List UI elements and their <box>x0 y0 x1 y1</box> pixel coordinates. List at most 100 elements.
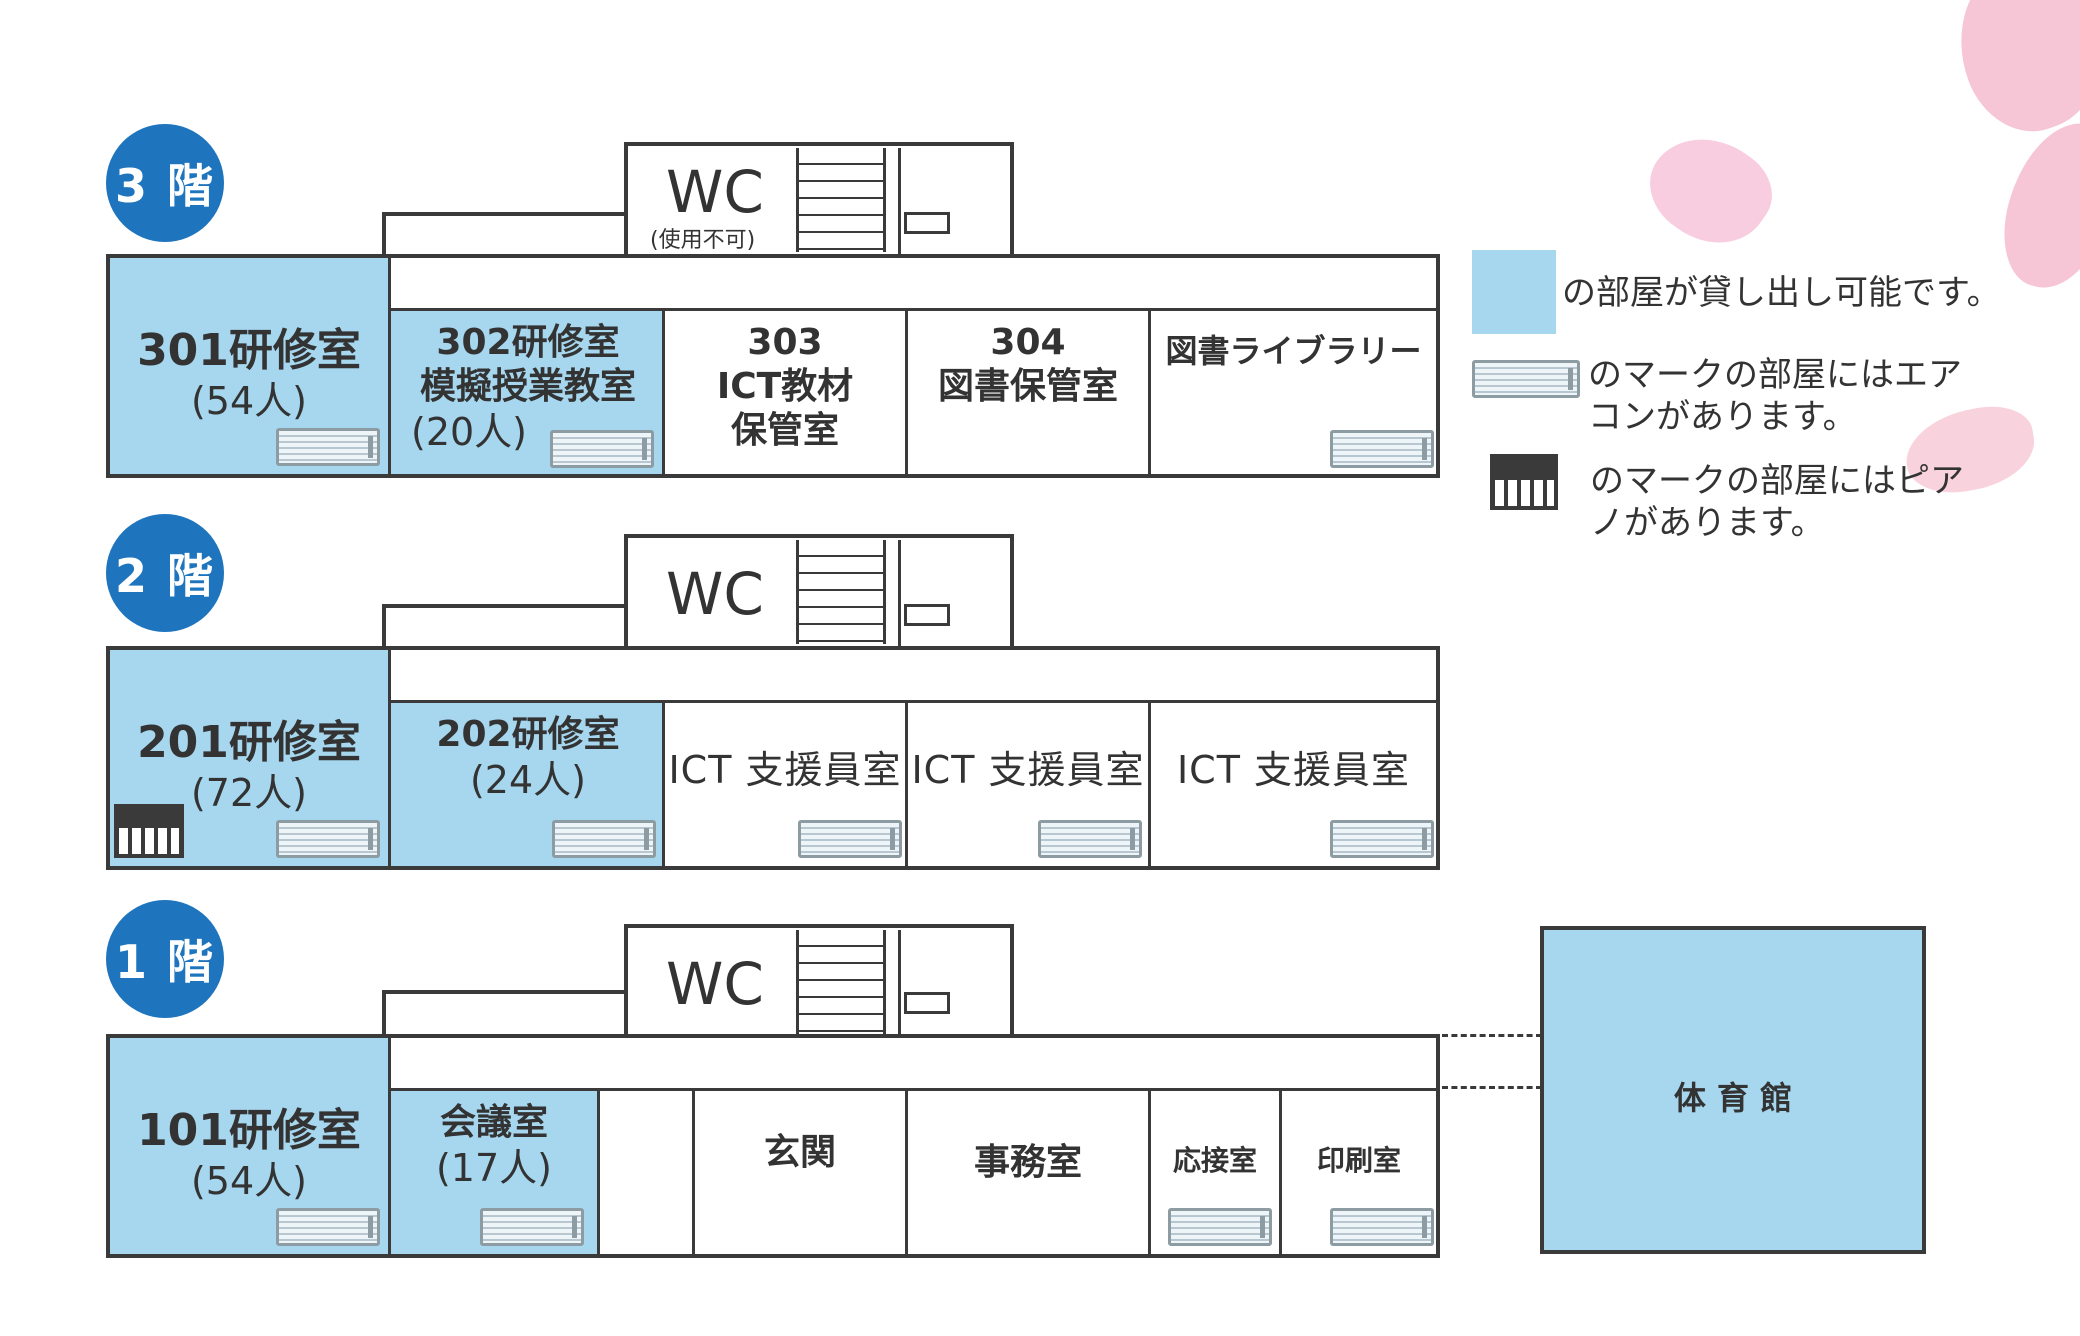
elevator-box <box>904 212 950 234</box>
meeting-room-name: 会議室 <box>439 1102 548 1143</box>
room-303-number: 303 <box>747 322 823 363</box>
elevator-box <box>904 992 950 1014</box>
wall <box>388 1038 391 1254</box>
wall <box>662 700 665 866</box>
reception-room[interactable]: 応接室 <box>1151 1091 1279 1254</box>
library-name: 図書ライブラリー <box>1165 332 1422 370</box>
ict-support-room-3-name: ICT 支援員室 <box>1176 748 1411 792</box>
wall <box>1148 308 1151 474</box>
piano-icon <box>1490 454 1558 510</box>
stairs-icon <box>796 148 886 252</box>
air-conditioner-icon <box>480 1208 584 1246</box>
room-302-name: 302研修室 <box>436 322 620 363</box>
gymnasium-name: 体 育 館 <box>1673 1079 1793 1117</box>
room-304[interactable]: 304 図書保管室 <box>908 311 1148 474</box>
wall <box>898 540 901 650</box>
wall <box>1279 1088 1282 1254</box>
stairs-icon <box>796 930 886 1034</box>
corridor-link <box>1442 1086 1542 1089</box>
room-303-name2: 保管室 <box>730 410 839 451</box>
wall <box>692 1088 695 1254</box>
wc-note: (使用不可) <box>650 228 756 253</box>
air-conditioner-icon <box>550 430 654 468</box>
legend-aircon-text: のマークの部屋にはエアコンがあります。 <box>1588 355 1962 437</box>
air-conditioner-icon <box>1330 820 1434 858</box>
room-201-capacity: (72人) <box>190 771 307 815</box>
entrance-name: 玄関 <box>763 1132 836 1173</box>
wc-label: WC <box>666 560 764 628</box>
ict-support-room-1[interactable]: ICT 支援員室 <box>665 703 905 866</box>
floor-2-main: 201研修室 (72人) 202研修室 (24人) ICT 支援員室 ICT 支… <box>106 646 1440 870</box>
room-303-name: ICT教材 <box>716 366 854 407</box>
floor-1-badge: 1 階 <box>106 900 224 1018</box>
room-302-capacity: (20人) <box>411 410 528 454</box>
corridor-line <box>388 1088 1436 1091</box>
library[interactable]: 図書ライブラリー <box>1151 311 1436 474</box>
air-conditioner-icon <box>276 428 380 466</box>
air-conditioner-icon <box>1038 820 1142 858</box>
room-303[interactable]: 303 ICT教材 保管室 <box>665 311 905 474</box>
air-conditioner-icon <box>798 820 902 858</box>
air-conditioner-icon <box>1168 1208 1272 1246</box>
wc-label: WC <box>666 158 764 226</box>
wc-label: WC <box>666 950 764 1018</box>
petal-decoration <box>1632 114 1788 266</box>
room-301-capacity: (54人) <box>190 379 307 423</box>
room-304-name: 図書保管室 <box>937 366 1118 407</box>
ict-support-room-1-name: ICT 支援員室 <box>668 748 902 792</box>
room-301-name: 301研修室 <box>137 325 361 376</box>
print-room[interactable]: 印刷室 <box>1282 1091 1436 1254</box>
floor-3-badge: 3 階 <box>106 124 224 242</box>
print-room-name: 印刷室 <box>1316 1144 1401 1177</box>
wall <box>905 308 908 474</box>
room-101-name: 101研修室 <box>137 1105 361 1156</box>
wall <box>905 1088 908 1254</box>
wall <box>662 308 665 474</box>
floor-3-main: 301研修室 (54人) 302研修室 模擬授業教室 (20人) 303 ICT… <box>106 254 1440 478</box>
air-conditioner-icon <box>1330 430 1434 468</box>
legend-rentable-swatch <box>1472 250 1556 334</box>
legend-piano-text: のマークの部屋にはピアノがあります。 <box>1590 461 1964 543</box>
wall <box>905 700 908 866</box>
meeting-room-capacity: (17人) <box>435 1146 552 1190</box>
ict-support-room-2-name: ICT 支援員室 <box>911 748 1145 792</box>
room-302[interactable]: 302研修室 模擬授業教室 (20人) <box>391 311 665 474</box>
wall <box>1148 1088 1151 1254</box>
wall <box>898 930 901 1040</box>
corridor-link <box>1442 1034 1542 1037</box>
ict-support-room-2[interactable]: ICT 支援員室 <box>908 703 1148 866</box>
piano-icon <box>114 804 184 858</box>
petal-decoration <box>1935 0 2080 149</box>
office-name: 事務室 <box>973 1142 1082 1183</box>
wall <box>388 650 391 866</box>
floor-1-main: 101研修室 (54人) 会議室 (17人) 玄関 事務室 応接室 印刷室 <box>106 1034 1440 1258</box>
room-101-capacity: (54人) <box>190 1159 307 1203</box>
ict-support-room-3[interactable]: ICT 支援員室 <box>1151 703 1436 866</box>
entrance[interactable]: 玄関 <box>695 1091 905 1254</box>
air-conditioner-icon <box>552 820 656 858</box>
air-conditioner-icon <box>276 820 380 858</box>
room-304-number: 304 <box>990 322 1066 363</box>
reception-room-name: 応接室 <box>1172 1144 1257 1177</box>
gymnasium[interactable]: 体 育 館 <box>1540 926 1926 1254</box>
air-conditioner-icon <box>1472 360 1580 398</box>
elevator-box <box>904 604 950 626</box>
room-202-capacity: (24人) <box>469 758 586 802</box>
office[interactable]: 事務室 <box>908 1091 1148 1254</box>
stairs-icon <box>796 540 886 644</box>
room-202-name: 202研修室 <box>436 714 620 755</box>
legend-rentable-text: の部屋が貸し出し可能です。 <box>1562 273 2001 313</box>
corridor-line <box>388 700 1436 703</box>
wall <box>388 258 391 474</box>
room-301[interactable]: 301研修室 (54人) <box>110 258 388 474</box>
room-201-name: 201研修室 <box>137 717 361 768</box>
wall <box>1148 700 1151 866</box>
wall <box>898 148 901 258</box>
corridor-line <box>388 308 1436 311</box>
air-conditioner-icon <box>1330 1208 1434 1246</box>
wall <box>597 1088 600 1254</box>
air-conditioner-icon <box>276 1208 380 1246</box>
room-302-subname: 模擬授業教室 <box>419 366 636 407</box>
floor-2-badge: 2 階 <box>106 514 224 632</box>
